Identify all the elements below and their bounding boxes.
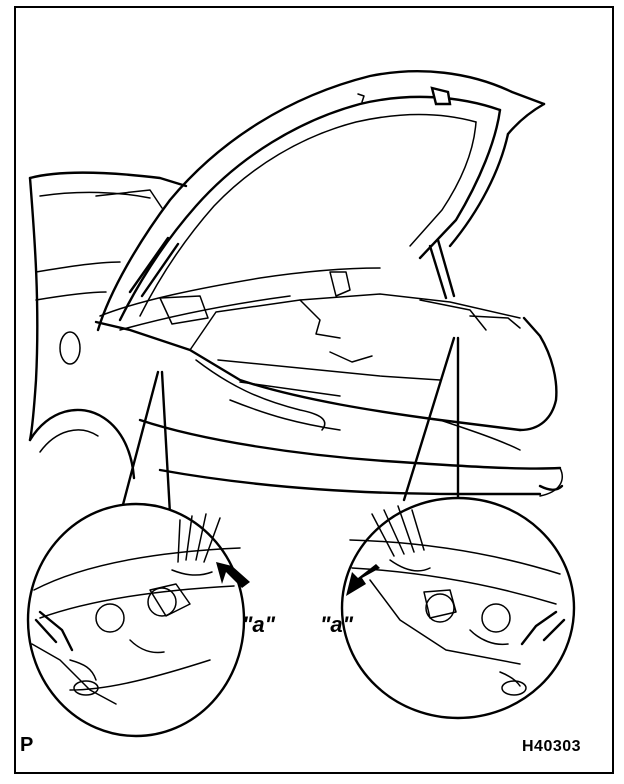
figure-frame [14, 6, 614, 774]
detail-left [26, 502, 250, 738]
trunk-lid [96, 70, 546, 332]
car-body [28, 171, 564, 497]
arrow-icon [346, 564, 380, 596]
detail-right [340, 496, 576, 720]
corner-mark: P [20, 734, 34, 756]
callout-label-a-left: "a" [242, 612, 276, 637]
leader-lines [118, 336, 460, 518]
arrow-icon [216, 562, 250, 588]
trunk-interior [99, 267, 521, 397]
callout-label-a-right: "a" [320, 612, 354, 637]
figure-id: H40303 [522, 738, 582, 755]
